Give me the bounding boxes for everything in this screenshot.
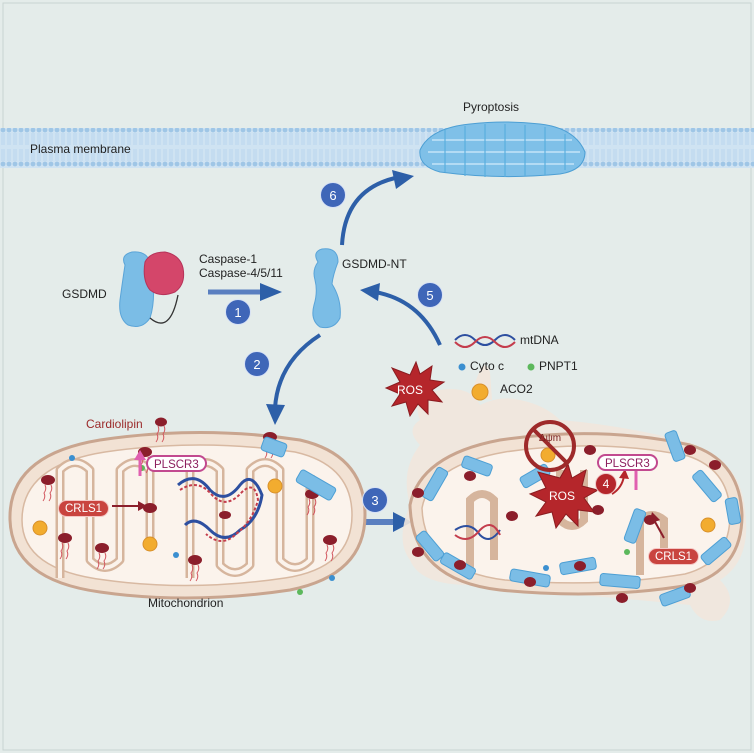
- ros-burst-cytosol: [384, 360, 446, 418]
- step-3-badge: 3: [362, 487, 388, 513]
- gsdmd-nt-protein: [312, 248, 341, 329]
- membrane-potential-loss-icon: [524, 420, 576, 472]
- arrow-3-head: [393, 512, 412, 532]
- mtdna-label: mtDNA: [520, 333, 559, 347]
- aco2-icon: [471, 383, 489, 401]
- ros-label-mito: ROS: [549, 489, 576, 503]
- arrow-6-head: [392, 170, 414, 189]
- plscr3-left-pill: PLSCR3: [146, 455, 207, 472]
- crls1-left-pill: CRLS1: [58, 500, 110, 517]
- step-5-badge: 5: [417, 282, 443, 308]
- pnpt1-icon: [527, 363, 535, 371]
- cardiolipin-label: Cardiolipin: [86, 417, 143, 431]
- cyto-c-label: Cyto c: [470, 359, 505, 373]
- gsdmd-pore: [419, 121, 586, 178]
- arrow-2: [273, 333, 322, 409]
- arrow-6: [340, 176, 396, 246]
- mitochondrion-label: Mitochondrion: [148, 596, 224, 610]
- plasma-membrane: [0, 121, 754, 178]
- step-4-badge: 4: [595, 473, 617, 495]
- arrow-1-head: [260, 283, 282, 301]
- cyto-c-icon: [458, 363, 466, 371]
- arrow-5-head: [360, 283, 380, 301]
- gsdmd-nt-label: GSDMD-NT: [342, 257, 407, 271]
- caspase-1-label: Caspase-1: [199, 252, 258, 266]
- gsdmd-label: GSDMD: [62, 287, 107, 301]
- ros-label-cytosol: ROS: [397, 383, 424, 397]
- step-6-badge: 6: [320, 182, 346, 208]
- step-1-badge: 1: [225, 299, 251, 325]
- pyroptosis-label: Pyroptosis: [463, 100, 520, 114]
- cardiolipin-icon: [155, 417, 167, 443]
- aco2-label: ACO2: [500, 382, 533, 396]
- delta-psi-label: Δψm: [539, 433, 562, 444]
- arrow-2-head: [266, 404, 285, 425]
- pnpt1-label: PNPT1: [539, 359, 578, 373]
- caspase-4-5-11-label: Caspase-4/5/11: [199, 266, 283, 280]
- plscr3-right-pill: PLSCR3: [597, 454, 658, 471]
- mtdna-icon: [454, 334, 516, 348]
- arrow-5: [374, 290, 442, 346]
- crls1-right-pill: CRLS1: [648, 548, 700, 565]
- gsdmd-protein: [119, 251, 185, 327]
- plasma-membrane-label: Plasma membrane: [30, 142, 131, 156]
- step-2-badge: 2: [244, 351, 270, 377]
- ros-burst-mito: [528, 462, 600, 530]
- healthy-mitochondrion: [8, 431, 367, 600]
